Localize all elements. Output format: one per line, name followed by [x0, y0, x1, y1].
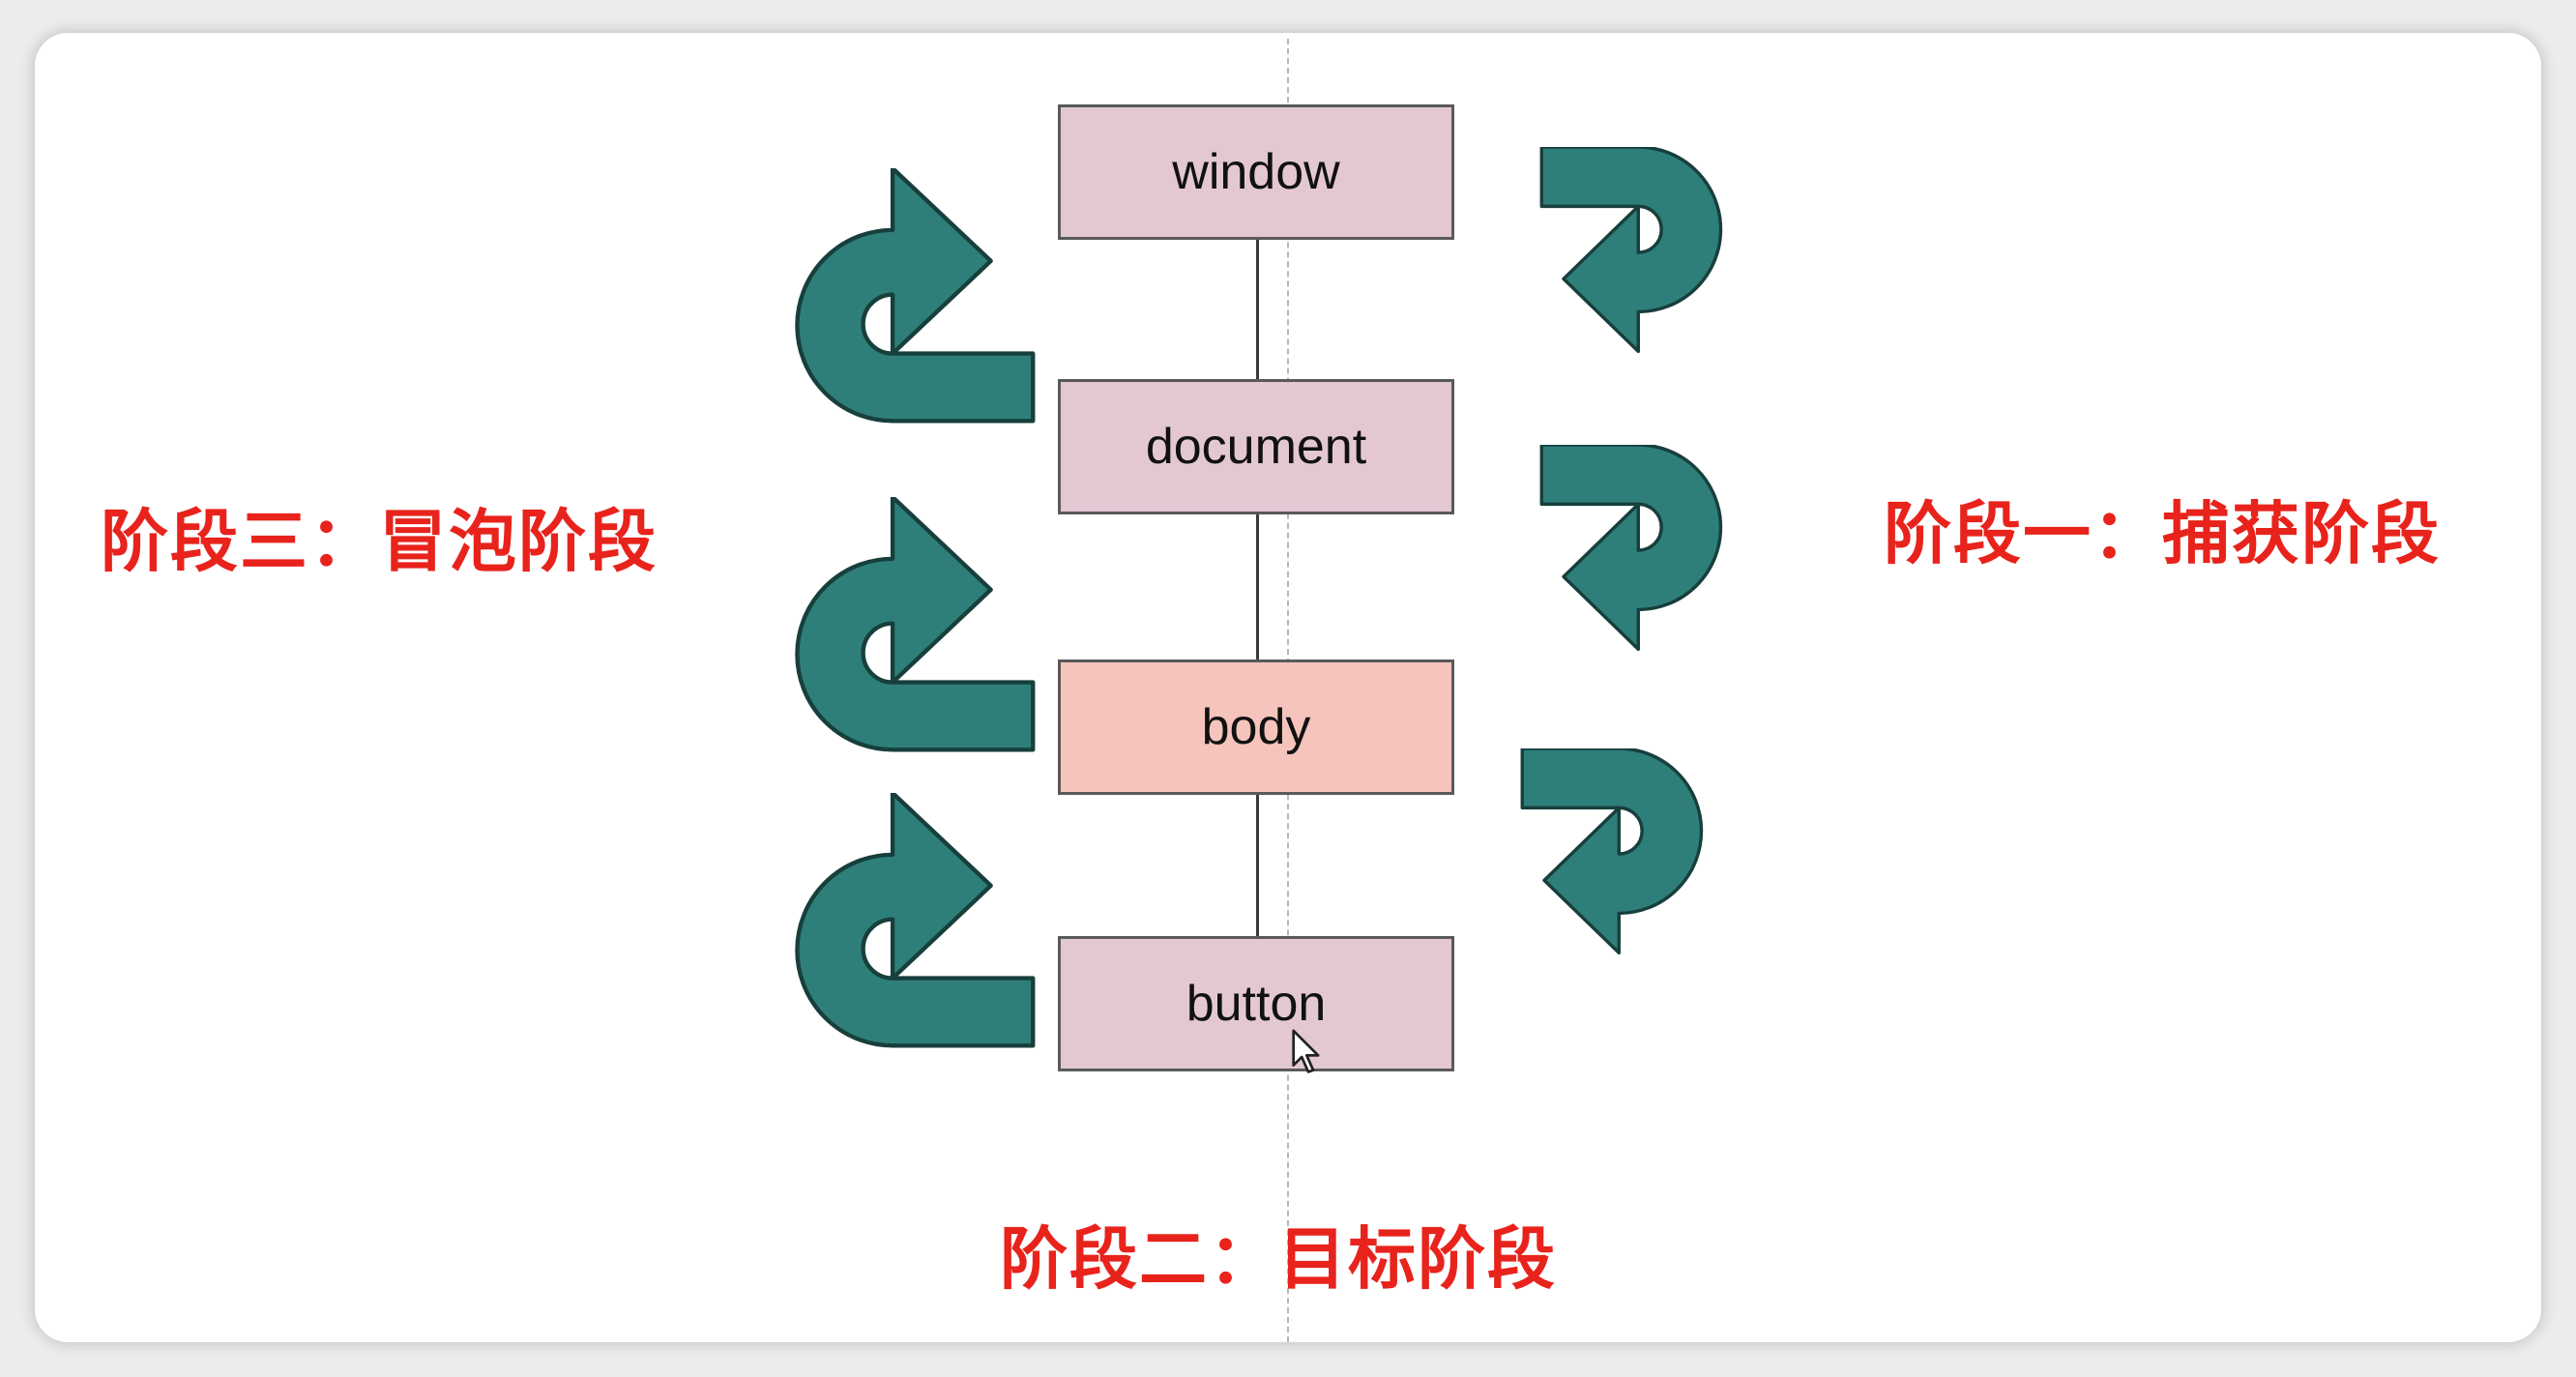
curved-arrow-up-icon	[795, 168, 1036, 424]
capture-arrow-3	[1520, 748, 1704, 955]
connector-window-document	[1256, 238, 1259, 414]
mouse-pointer-icon	[1292, 1029, 1320, 1073]
capture-arrow-2	[1539, 445, 1723, 652]
phase-target-label: 阶段二：目标阶段	[1000, 1219, 1557, 1299]
node-body: body	[1058, 659, 1454, 795]
connector-document-body	[1256, 513, 1259, 690]
node-button: button	[1058, 936, 1454, 1071]
capture-arrow-1	[1539, 147, 1723, 354]
curved-arrow-down-icon	[1539, 445, 1723, 652]
connector-body-button	[1256, 789, 1259, 969]
curved-arrow-up-icon	[795, 793, 1036, 1048]
diagram-canvas: window document body button 阶段一：捕获阶段 阶段三…	[35, 33, 2541, 1342]
phase-bubble-label: 阶段三：冒泡阶段	[101, 502, 658, 581]
curved-arrow-up-icon	[795, 497, 1036, 752]
bubble-arrow-1	[795, 168, 1036, 424]
curved-arrow-down-icon	[1520, 748, 1704, 955]
bubble-arrow-2	[795, 497, 1036, 752]
node-document: document	[1058, 379, 1454, 514]
phase-capture-label: 阶段一：捕获阶段	[1884, 494, 2441, 573]
bubble-arrow-3	[795, 793, 1036, 1048]
curved-arrow-down-icon	[1539, 147, 1723, 354]
node-window: window	[1058, 104, 1454, 240]
